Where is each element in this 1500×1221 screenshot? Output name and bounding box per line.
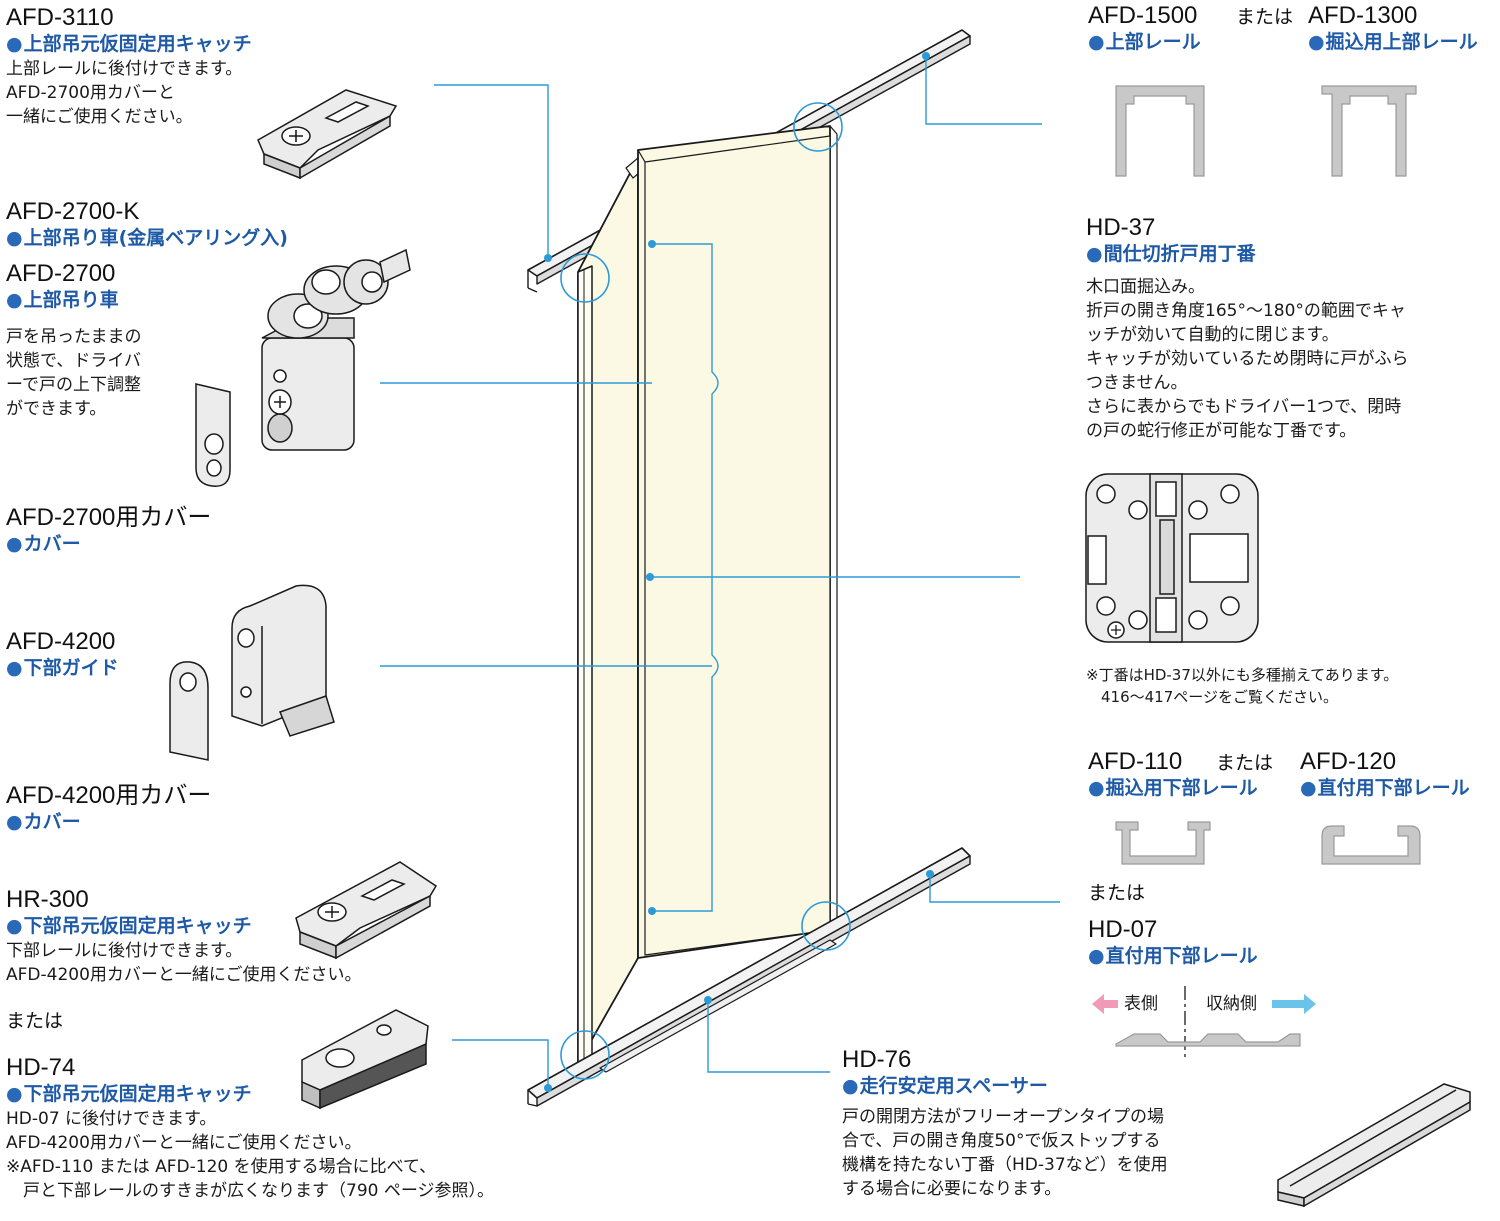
front-side-label: 表側 <box>1124 994 1158 1014</box>
hd37-hinge-drawing <box>1085 473 1259 643</box>
part-code: AFD-2700-K <box>6 198 140 225</box>
part-name: 掘込用上部レール <box>1308 30 1478 55</box>
hr300-label-block: HR-300 下部吊元仮固定用キャッチ 下部レールに後付けできます。 AFD-4… <box>6 886 362 987</box>
part-description: 戸の開閉方法がフリーオープンタイプの場 合で、戸の開き角度50°で仮ストップする… <box>842 1107 1168 1199</box>
leader-hd74 <box>452 1039 549 1088</box>
storage-side-label: 収納側 <box>1206 994 1257 1014</box>
part-code: AFD-110 <box>1088 748 1183 775</box>
leader-lines <box>380 56 1060 1088</box>
afd4200-cover-drawing <box>169 661 209 761</box>
afd3110-catch-drawing <box>257 89 398 180</box>
or-label-top: または <box>1236 6 1294 28</box>
part-code: HR-300 <box>6 886 89 913</box>
part-name: 走行安定用スペーサー <box>842 1074 1168 1099</box>
hd76-spacer-drawing <box>1277 1083 1471 1208</box>
part-code: AFD-4200用カバー <box>6 782 212 809</box>
or-label-mid: または <box>1216 752 1274 774</box>
afd1300-section-drawing <box>1321 85 1417 177</box>
afd120-label-block: AFD-120 直付用下部レール <box>1300 748 1470 801</box>
leader-hd76 <box>707 1000 830 1073</box>
leader-afd3110 <box>434 84 549 258</box>
part-description: HD-07 に後付けできます。 AFD-4200用カバーと一緒にご使用ください。… <box>6 1109 495 1201</box>
leader-lower-rail <box>929 874 1060 903</box>
part-description: 木口面掘込み。 折戸の開き角度165°～180°の範囲でキャ ッチが効いて自動的… <box>1086 277 1409 441</box>
upper-pivot-circle <box>560 253 610 303</box>
part-name: 下部吊元仮固定用キャッチ <box>6 1082 494 1107</box>
leader-dots <box>544 52 934 1092</box>
part-description: 戸を吊ったままの 状態で、ドライバ ーで戸の上下調整 ができます。 <box>6 327 142 419</box>
left-door-panel <box>577 157 646 1065</box>
afd2700-roller-drawing <box>261 248 411 451</box>
afd3110-label-block: AFD-3110 上部吊元仮固定用キャッチ 上部レールに後付けできます。 AFD… <box>6 4 252 129</box>
afd4200-label-block: AFD-4200 下部ガイド <box>6 628 119 681</box>
lower-pivot-circle <box>560 1030 610 1080</box>
part-code: HD-07 <box>1088 916 1158 943</box>
leader-bracket <box>652 243 719 912</box>
afd4200cover-label-block: AFD-4200用カバー カバー <box>6 782 211 835</box>
hinge-note: ※丁番はHD-37以外にも多種揃えてあります。 416～417ページをご覧くださ… <box>1086 666 1399 706</box>
lower-rail-drawing <box>527 847 971 1107</box>
afd2700-label-block: AFD-2700 上部吊り車 戸を吊ったままの 状態で、ドライバ ーで戸の上下調… <box>6 260 142 421</box>
folding-door-illustration <box>527 29 971 1107</box>
hd74-label-block: HD-74 下部吊元仮固定用キャッチ HD-07 に後付けできます。 AFD-4… <box>6 1054 494 1203</box>
afd4200-guide-drawing <box>231 584 335 737</box>
part-code: AFD-1500 <box>1088 2 1198 29</box>
right-door-panel <box>637 125 838 959</box>
afd2700cover-label-block: AFD-2700用カバー カバー <box>6 504 211 557</box>
afd1500-section-drawing <box>1115 85 1205 177</box>
part-name: 間仕切折戸用丁番 <box>1086 242 1409 267</box>
storage-side-arrow-icon <box>1272 994 1316 1014</box>
or-label-right: または <box>1088 882 1146 904</box>
part-code: HD-37 <box>1086 214 1156 241</box>
lower-hinge-circle <box>801 901 851 951</box>
part-name: 上部吊り車(金属ベアリング入) <box>6 226 288 251</box>
part-name: 直付用下部レール <box>1088 944 1258 969</box>
front-side-arrow-icon <box>1092 994 1118 1014</box>
hd07-label-block: HD-07 直付用下部レール <box>1088 916 1258 969</box>
afd110-section-drawing <box>1115 821 1211 865</box>
part-name: 上部吊元仮固定用キャッチ <box>6 32 252 57</box>
afd120-section-drawing <box>1321 825 1421 865</box>
hd76-label-block: HD-76 走行安定用スペーサー 戸の開閉方法がフリーオープンタイプの場 合で、… <box>842 1046 1168 1201</box>
part-name: 上部レール <box>1088 30 1201 55</box>
part-name: カバー <box>6 810 211 835</box>
part-code: HD-74 <box>6 1054 76 1081</box>
part-code: AFD-120 <box>1300 748 1397 775</box>
afd2700k-label-block: AFD-2700-K 上部吊り車(金属ベアリング入) <box>6 198 288 251</box>
part-name: 直付用下部レール <box>1300 776 1470 801</box>
part-name: 上部吊り車 <box>6 288 142 313</box>
part-name: 下部吊元仮固定用キャッチ <box>6 914 362 939</box>
upper-hinge-circle <box>793 102 843 152</box>
part-code: AFD-4200 <box>6 628 116 655</box>
direction-arrows <box>1092 986 1316 1060</box>
afd1500-label-block: AFD-1500 上部レール <box>1088 2 1201 55</box>
part-name: カバー <box>6 532 211 557</box>
hd07-section-drawing <box>1115 1033 1301 1047</box>
part-name: 下部ガイド <box>6 656 119 681</box>
afd1300-label-block: AFD-1300 掘込用上部レール <box>1308 2 1478 55</box>
hd37-label-block: HD-37 間仕切折戸用丁番 木口面掘込み。 折戸の開き角度165°～180°の… <box>1086 214 1409 443</box>
part-code: AFD-3110 <box>6 4 114 31</box>
part-code: AFD-1300 <box>1308 2 1418 29</box>
part-description: 下部レールに後付けできます。 AFD-4200用カバーと一緒にご使用ください。 <box>6 941 362 985</box>
leader-upper-rail <box>925 56 1042 125</box>
part-code: HD-76 <box>842 1046 912 1073</box>
or-label-left: または <box>6 1010 64 1032</box>
part-description: 上部レールに後付けできます。 AFD-2700用カバーと 一緒にご使用ください。 <box>6 59 243 127</box>
part-name: 掘込用下部レール <box>1088 776 1258 801</box>
afd110-label-block: AFD-110 掘込用下部レール <box>1088 748 1258 801</box>
highlight-circles <box>560 102 851 1080</box>
part-code: AFD-2700用カバー <box>6 504 212 531</box>
afd2700-cover-drawing <box>195 383 231 487</box>
part-code: AFD-2700 <box>6 260 116 287</box>
